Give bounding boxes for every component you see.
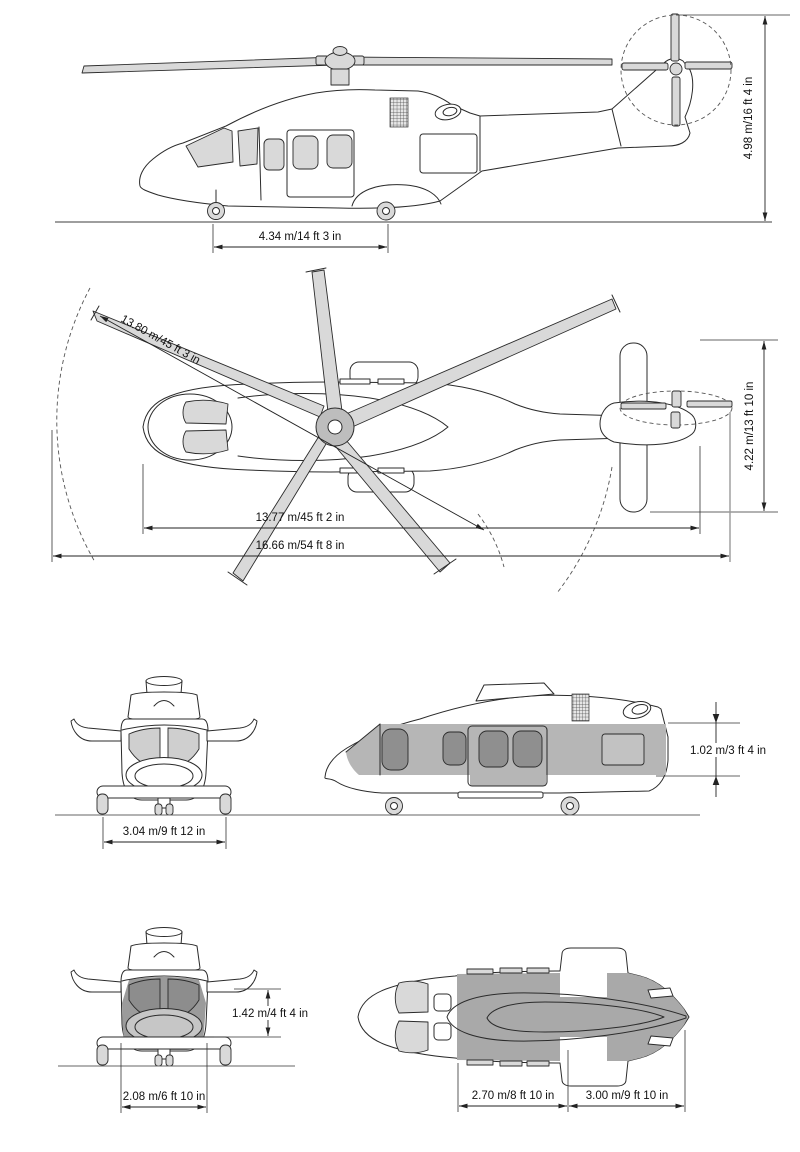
rotor-disc-arc-left bbox=[56, 287, 96, 563]
dimension-cabin-width: 2.08 m/6 ft 10 in bbox=[120, 1043, 208, 1113]
dimension-fuselage-length: 13.77 m/45 ft 2 in bbox=[142, 446, 701, 534]
cabin-shaded-area bbox=[457, 973, 688, 1061]
intake-grille bbox=[389, 97, 409, 128]
dim-label-rotor-diameter: 13.80 m/45 ft 3 in bbox=[119, 313, 202, 367]
dimension-cabin-section-height: 1.02 m/3 ft 4 in bbox=[656, 702, 784, 797]
top-plan-view: 13.80 m/45 ft 3 in 4.22 m/13 ft 10 in 13… bbox=[51, 267, 778, 594]
dim-label-stabilizer-span: 4.22 m/13 ft 10 in bbox=[744, 382, 756, 471]
landing-gear bbox=[207, 189, 396, 221]
dimension-wheel-track: 3.04 m/9 ft 12 in bbox=[102, 817, 227, 849]
copilot-seat bbox=[433, 1022, 452, 1041]
exhaust bbox=[622, 701, 652, 719]
dim-label-wheelbase: 4.34 m/14 ft 3 in bbox=[259, 231, 341, 243]
dimension-cabin-height: 1.42 m/4 ft 4 in bbox=[214, 988, 314, 1038]
tail-rotor bbox=[620, 13, 733, 127]
dim-label-cabin-length: 2.70 m/8 ft 10 in bbox=[472, 1090, 554, 1102]
cockpit-glass-plan bbox=[182, 399, 229, 425]
dimension-cabin-length: 2.70 m/8 ft 10 in bbox=[457, 1050, 569, 1112]
main-rotor bbox=[81, 46, 613, 86]
cabin-windows bbox=[185, 126, 478, 201]
dimension-overall-height: 4.98 m/16 ft 4 in bbox=[743, 16, 768, 221]
cabin-side-view: 1.02 m/3 ft 4 in bbox=[320, 682, 784, 816]
dim-label-fuselage-length: 13.77 m/45 ft 2 in bbox=[256, 512, 345, 524]
intake-grille bbox=[571, 693, 590, 722]
sliding-door bbox=[467, 725, 548, 787]
dim-label-cabin-section-height: 1.02 m/3 ft 4 in bbox=[690, 745, 766, 757]
side-profile-view: 4.98 m/16 ft 4 in 4.34 m/14 ft 3 in bbox=[55, 13, 790, 253]
dim-label-overall-length: 16.66 m/54 ft 8 in bbox=[256, 540, 345, 552]
dim-label-wheel-track: 3.04 m/9 ft 12 in bbox=[123, 826, 205, 838]
front-view: 3.04 m/9 ft 12 in bbox=[55, 676, 338, 849]
cabin-plan-view: 2.70 m/8 ft 10 in 3.00 m/9 ft 10 in bbox=[357, 947, 690, 1112]
sponson bbox=[351, 184, 442, 207]
landing-gear bbox=[385, 796, 580, 816]
cabin-windows bbox=[381, 728, 645, 771]
tail-rotor-disc bbox=[620, 14, 732, 126]
dimension-rear-section-length: 3.00 m/9 ft 10 in bbox=[569, 1030, 686, 1112]
tail-rotor-plan bbox=[619, 390, 733, 429]
cabin-floor-contour-outer bbox=[446, 992, 687, 1042]
pilot-seat bbox=[433, 993, 452, 1012]
dim-label-cabin-width: 2.08 m/6 ft 10 in bbox=[123, 1091, 205, 1103]
dimension-overall-length: 16.66 m/54 ft 8 in bbox=[51, 412, 731, 562]
dimension-stabilizer-span: 4.22 m/13 ft 10 in bbox=[650, 339, 778, 513]
dim-label-cabin-height: 1.42 m/4 ft 4 in bbox=[232, 1008, 308, 1020]
door-rail-marks bbox=[466, 967, 550, 1067]
roof-fin bbox=[475, 682, 555, 702]
exhaust bbox=[434, 103, 462, 121]
dimension-wheelbase: 4.34 m/14 ft 3 in bbox=[212, 224, 389, 253]
dim-label-rear-section-length: 3.00 m/9 ft 10 in bbox=[586, 1090, 668, 1102]
dim-label-overall-height: 4.98 m/16 ft 4 in bbox=[743, 77, 755, 159]
cabin-front-view: 1.42 m/4 ft 4 in 2.08 m/6 ft 10 in bbox=[58, 927, 314, 1113]
rotor-disc-arc-right bbox=[556, 466, 613, 594]
cockpit-glass-plan bbox=[394, 980, 429, 1014]
cabin-floor-contour-inner bbox=[486, 1001, 665, 1033]
